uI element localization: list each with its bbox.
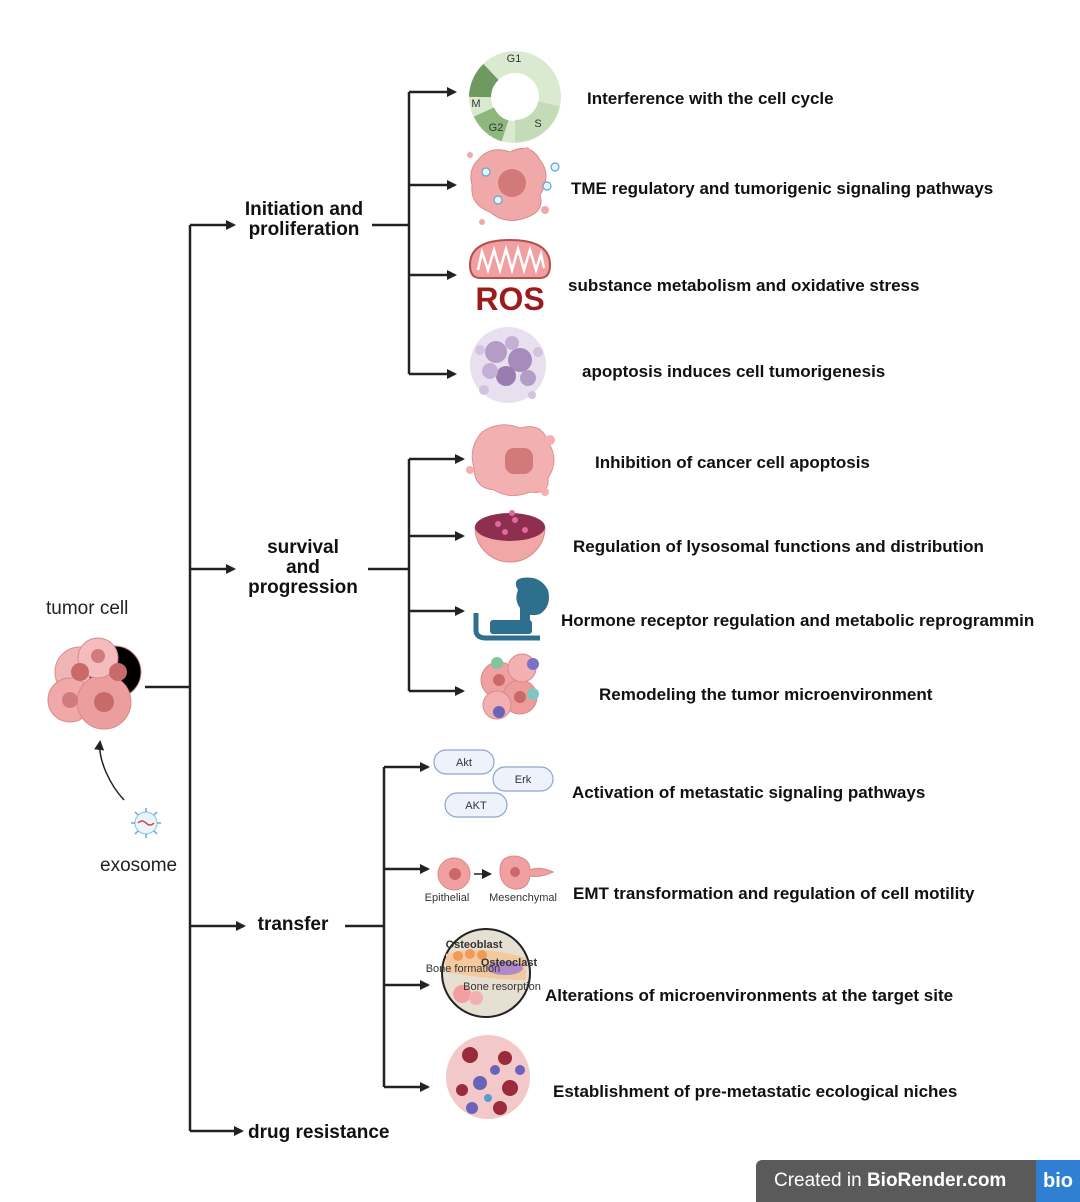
item-metabolism: substance metabolism and oxidative stres… [568,276,920,295]
tumor-cell-icon [47,637,142,730]
cycle-label-m: M [471,98,480,110]
item-remodeling: Remodeling the tumor microenvironment [599,685,933,704]
category-drug-resistance: drug resistance [248,1122,390,1143]
item-emt: EMT transformation and regulation of cel… [573,884,975,903]
bone-osteoblast: Osteoblast [446,939,503,951]
emt-icon [437,855,555,891]
item-alterations: Alterations of microenvironments at the … [545,986,954,1005]
inhibition-cell-icon [466,424,555,496]
cycle-label-g2: G2 [489,122,504,134]
bone-remodeling-icon [441,928,531,1018]
niche-icon [446,1035,530,1119]
biorender-badge[interactable]: Created in BioRender.com bio [756,1160,1080,1202]
item-metastatic: Activation of metastatic signaling pathw… [572,783,926,802]
exosome-icon [131,808,161,838]
transfer-connectors [345,762,430,1092]
pill-akt-upper: AKT [465,800,487,812]
cycle-label-s: S [534,118,541,130]
item-tme-signaling: TME regulatory and tumorigenic signaling… [571,179,994,198]
bone-resorption: Bone resorption [463,981,541,993]
bio-logo-icon: bio [1036,1160,1080,1202]
item-niches: Establishment of pre-metastatic ecologic… [553,1082,958,1101]
tme-cell-icon [467,147,560,225]
emt-epithelial: Epithelial [425,892,470,904]
item-hormone: Hormone receptor regulation and metaboli… [561,611,1035,630]
cycle-label-g1: G1 [507,53,522,65]
survival-connectors [368,454,465,696]
emt-mesenchymal: Mesenchymal [489,892,557,904]
signaling-pills [433,749,554,818]
badge-text: Created in BioRender.com [756,1170,1006,1192]
microenvironment-icon [480,653,539,720]
item-lysosome: Regulation of lysosomal functions and di… [573,537,984,556]
ros-text: ROS [475,281,544,317]
main-connectors [145,220,246,1136]
exosome-label: exosome [100,855,178,876]
item-inhibition: Inhibition of cancer cell apoptosis [595,453,870,472]
apoptosis-icon [470,327,546,403]
mitochondria-icon [468,238,552,279]
item-apoptosis-induces: apoptosis induces cell tumorigenesis [582,362,886,381]
cell-cycle-icon: G1 S G2 M [469,51,561,143]
exosome-arrow [94,740,125,801]
bone-formation: Bone formation [426,963,501,975]
category-transfer: transfer [257,914,329,935]
tumor-cell-label: tumor cell [46,598,129,619]
bone-osteoclast: Osteoclast [481,957,538,969]
lysosome-icon [474,510,546,563]
pill-erk: Erk [515,774,532,786]
initiation-connectors [372,87,457,379]
badge-prefix: Created in [774,1170,867,1191]
item-cell-cycle: Interference with the cell cycle [587,89,834,108]
pill-akt: Akt [456,757,472,769]
badge-brand: BioRender.com [866,1170,1007,1191]
hormone-receptor-icon [473,577,549,641]
